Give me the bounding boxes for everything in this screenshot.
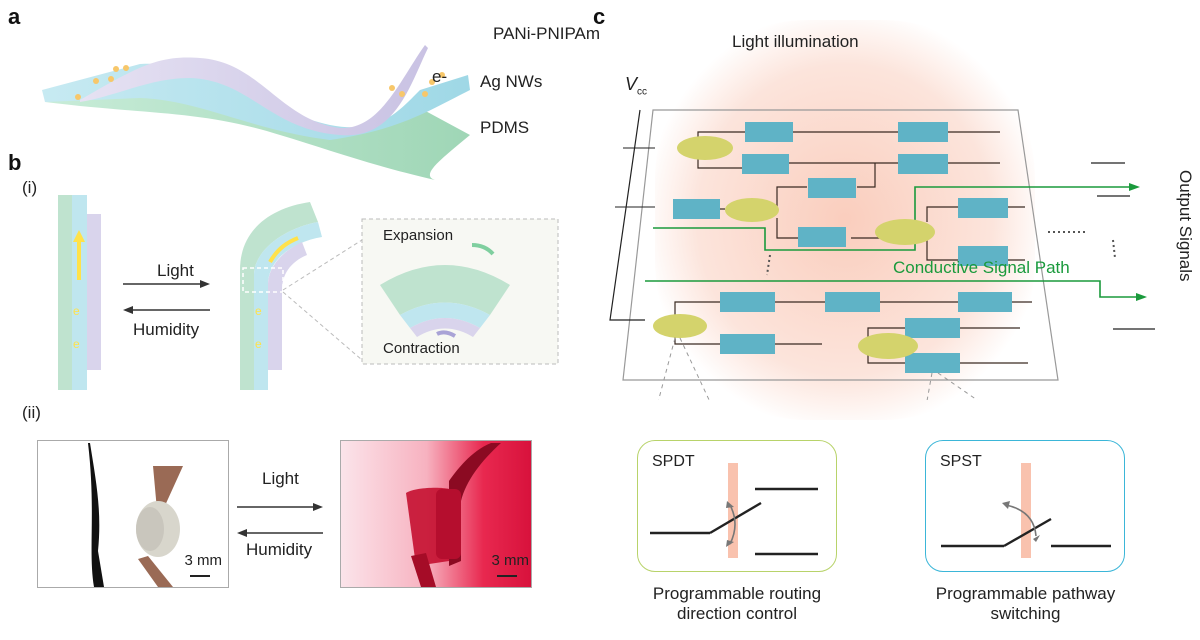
signal-arrow-1 <box>1129 183 1140 191</box>
bending-diagram: e e e e <box>58 195 559 390</box>
svg-text:e: e <box>73 337 80 351</box>
straight-agnw <box>72 195 87 390</box>
output-signals-label: Output Signals <box>1176 170 1195 282</box>
bent-agnw <box>254 222 322 390</box>
vcc-line <box>609 109 645 321</box>
photo-humidity-label: Humidity <box>246 540 313 559</box>
scale-bar-label-right: 3 mm <box>491 552 530 569</box>
ellipsis-dots <box>766 231 1116 276</box>
zoom-region <box>242 267 284 293</box>
layered-film-illustration <box>42 45 470 180</box>
svg-text:e: e <box>73 304 80 318</box>
circuit-plane <box>622 109 1059 381</box>
expansion-arrow <box>471 243 495 256</box>
scale-bar-left <box>190 575 210 577</box>
illumination-glow <box>655 20 1035 420</box>
switch-blocks <box>673 122 1012 373</box>
scale-bar-label-left: 3 mm <box>184 552 223 569</box>
photo-before-light: 3 mm <box>37 440 229 588</box>
electron-label: e- <box>432 67 448 86</box>
pdms-layer <box>45 83 470 180</box>
spdt-box: SPDT <box>637 440 837 572</box>
conductive-signal-path <box>645 186 1140 298</box>
panel-a-letter: a <box>8 4 21 29</box>
spst-title: SPST <box>940 453 982 470</box>
callout-lines <box>658 337 978 400</box>
svg-text:e: e <box>255 337 262 351</box>
layer-label-agnw: Ag NWs <box>480 72 543 91</box>
sub-panel-i-label: (i) <box>22 178 38 197</box>
layer-label-pdms: PDMS <box>480 118 530 137</box>
spdt-caption: Programmable routing direction control <box>652 584 822 623</box>
vcc-label: Vcc <box>625 74 648 98</box>
bend-humidity-label: Humidity <box>133 320 200 339</box>
spdt-switch-symbol <box>650 463 818 558</box>
contraction-label: Contraction <box>383 340 460 357</box>
contraction-arrow <box>436 330 457 338</box>
panel-b-letter: b <box>8 150 22 175</box>
signal-path-label: Conductive Signal Path <box>893 258 1070 277</box>
wires <box>674 131 1032 364</box>
circuit-network <box>609 109 1155 400</box>
spdt-title: SPDT <box>652 453 695 470</box>
pani-layer <box>80 45 428 136</box>
layer-label-pani: PANi-PNIPAm <box>493 24 601 43</box>
sub-panel-ii-label: (ii) <box>22 403 41 422</box>
photo-light-label: Light <box>262 469 299 488</box>
bent-pdms <box>240 202 318 390</box>
bent-pani <box>268 242 307 370</box>
illumination-title: Light illumination <box>732 32 859 51</box>
spst-caption: Programmable pathway switching <box>935 584 1116 623</box>
spst-box: SPST <box>925 440 1125 572</box>
nanowire-dots <box>75 65 445 100</box>
bend-light-label: Light <box>157 261 194 280</box>
panel-c-letter: c <box>593 4 606 29</box>
output-terminals <box>1091 162 1155 330</box>
straight-pani <box>87 214 101 370</box>
spst-switch-symbol <box>941 463 1111 558</box>
svg-text:e: e <box>255 304 262 318</box>
straight-pdms <box>58 195 72 390</box>
expansion-label: Expansion <box>383 227 454 244</box>
scale-bar-right <box>497 575 517 577</box>
photo-arrows <box>237 503 323 537</box>
spdt-switches <box>653 136 935 359</box>
photo-after-light: 3 mm <box>340 440 532 588</box>
signal-arrow-2 <box>1136 293 1147 301</box>
